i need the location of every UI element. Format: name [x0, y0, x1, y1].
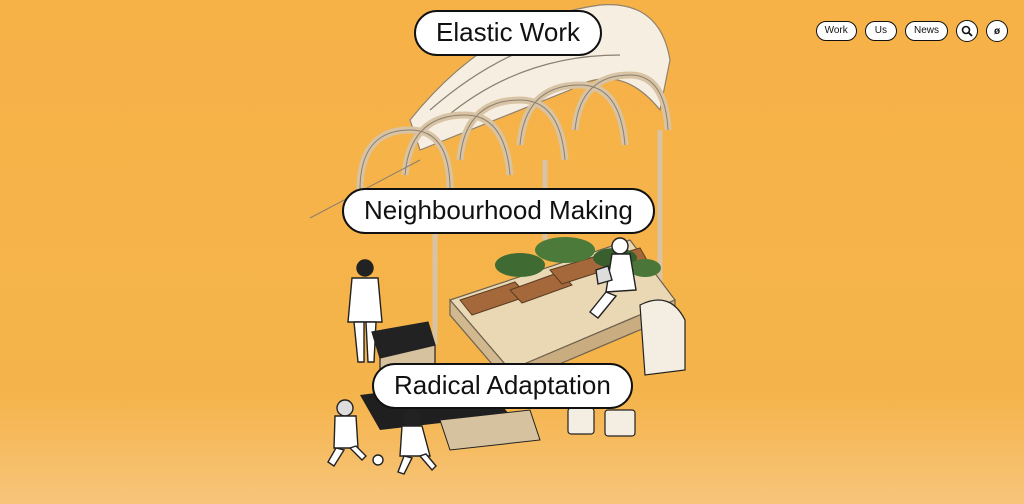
project-neighbourhood-making[interactable]: Neighbourhood Making: [342, 188, 655, 234]
child-running: [397, 409, 437, 475]
search-icon: [961, 25, 973, 37]
project-radical-adaptation[interactable]: Radical Adaptation: [372, 363, 633, 409]
stools: [567, 407, 636, 437]
project-elastic-work[interactable]: Elastic Work: [414, 10, 602, 56]
nav-news-link[interactable]: News: [904, 21, 948, 41]
child-with-ball: [327, 399, 384, 467]
search-button[interactable]: [956, 20, 978, 42]
top-nav: Work Us News ø: [815, 20, 1008, 42]
cabinet: [639, 299, 686, 376]
sitting-person: [589, 237, 637, 319]
nav-work-link[interactable]: Work: [815, 21, 857, 41]
ramp: [439, 409, 541, 451]
pavilion-illustration: [309, 4, 686, 475]
standing-person: [347, 259, 383, 363]
language-button[interactable]: ø: [986, 20, 1008, 42]
nav-us-link[interactable]: Us: [864, 21, 897, 41]
